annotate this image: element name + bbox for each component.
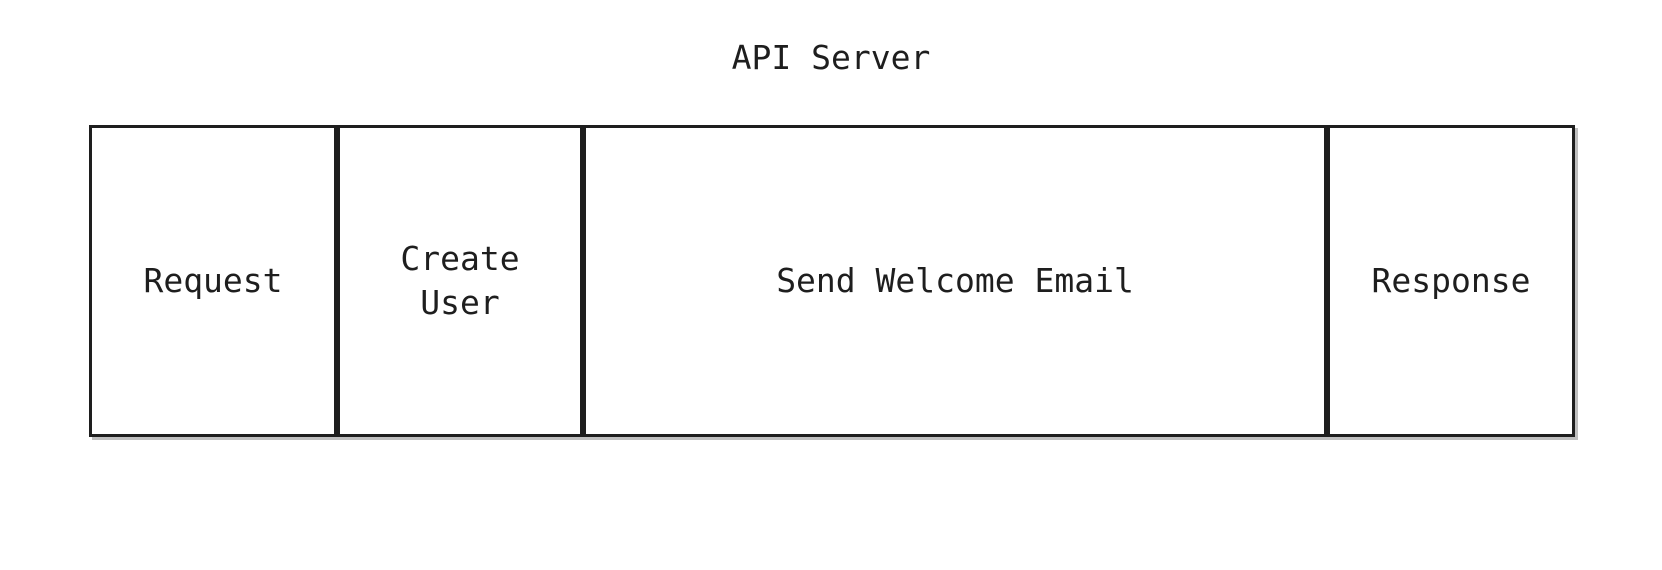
span-box-response: Response: [1327, 125, 1575, 437]
span-box-request: Request: [89, 125, 337, 437]
span-response-label: Response: [1371, 261, 1531, 300]
span-box-send-welcome-email: Send Welcome Email: [583, 125, 1327, 437]
span-request-label: Request: [143, 261, 283, 300]
span-create-user-label: Create User: [400, 239, 520, 322]
span-send-welcome-email-label: Send Welcome Email: [776, 261, 1134, 300]
diagram-title: API Server: [731, 38, 931, 77]
span-row: Request Create User Send Welcome Email R…: [89, 125, 1575, 437]
span-box-create-user: Create User: [337, 125, 583, 437]
